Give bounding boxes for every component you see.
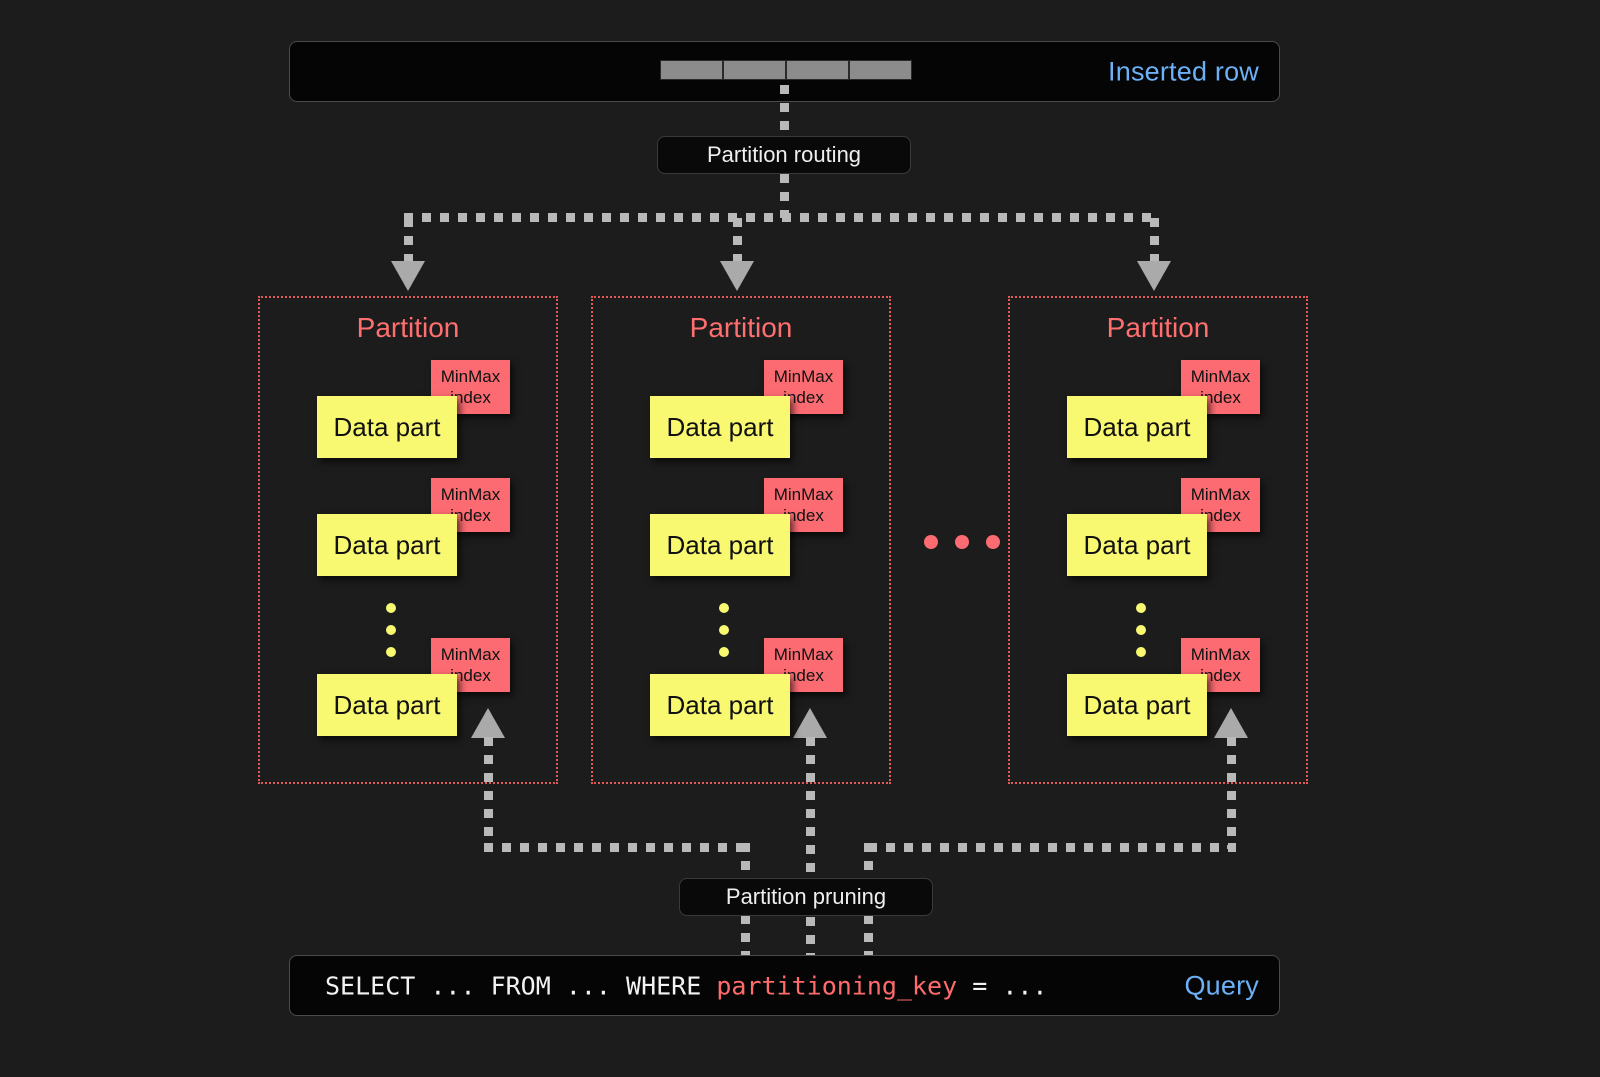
data-part-box: Data part xyxy=(650,514,790,576)
partition-title: Partition xyxy=(1106,312,1210,343)
ellipsis-dot xyxy=(386,647,396,657)
ellipsis-dot xyxy=(1136,603,1146,613)
connector-bus-to-partition-3 xyxy=(1150,218,1159,264)
ellipsis-dot xyxy=(386,625,396,635)
pruning-rail-right xyxy=(868,843,1236,852)
partitions-ellipsis-dots xyxy=(924,535,1000,549)
connector-pruning-to-partition-1 xyxy=(484,737,493,849)
row-cell xyxy=(723,60,786,80)
parts-ellipsis-dots xyxy=(1136,603,1146,657)
query-label: Query xyxy=(1184,970,1259,1000)
partition-routing-label: Partition routing xyxy=(657,136,911,174)
data-part-box: Data part xyxy=(1067,514,1207,576)
ellipsis-dot xyxy=(1136,625,1146,635)
parts-ellipsis-dots xyxy=(386,603,396,657)
ellipsis-dot xyxy=(719,625,729,635)
data-part-box: Data part xyxy=(317,396,457,458)
query-text: SELECT ... FROM ... WHERE partitioning_k… xyxy=(325,971,1047,1000)
query-prefix: SELECT ... FROM ... WHERE xyxy=(325,971,717,1000)
query-suffix: = ... xyxy=(957,971,1048,1000)
data-part-box: Data part xyxy=(1067,396,1207,458)
arrow-into-last-part-1 xyxy=(471,708,505,738)
ellipsis-dot xyxy=(719,603,729,613)
query-keyword: partitioning_key xyxy=(716,971,958,1000)
partition-title: Partition xyxy=(689,312,793,343)
partition-title: Partition xyxy=(356,312,460,343)
row-cell xyxy=(660,60,723,80)
inserted-row-cells xyxy=(660,60,912,80)
data-part-box: Data part xyxy=(650,396,790,458)
connector-routing-to-bus xyxy=(780,174,789,218)
query-bar: SELECT ... FROM ... WHERE partitioning_k… xyxy=(289,955,1280,1016)
arrow-into-last-part-2 xyxy=(793,708,827,738)
connector-bus-to-partition-1 xyxy=(404,218,413,264)
row-cell xyxy=(849,60,912,80)
routing-bus-line xyxy=(404,213,1159,222)
arrow-into-last-part-3 xyxy=(1214,708,1248,738)
ellipsis-dot xyxy=(719,647,729,657)
ellipsis-dot xyxy=(1136,647,1146,657)
ellipsis-dot xyxy=(386,603,396,613)
inserted-row-label: Inserted row xyxy=(1108,56,1259,86)
data-part-box: Data part xyxy=(1067,674,1207,736)
arrow-into-partition-2 xyxy=(720,261,754,291)
arrow-into-partition-3 xyxy=(1137,261,1171,291)
connector-bus-to-partition-2 xyxy=(733,218,742,264)
arrow-into-partition-1 xyxy=(391,261,425,291)
connector-row-to-routing xyxy=(780,85,789,137)
parts-ellipsis-dots xyxy=(719,603,729,657)
ellipsis-dot xyxy=(986,535,1000,549)
pruning-rail-left xyxy=(484,843,746,852)
data-part-box: Data part xyxy=(317,514,457,576)
ellipsis-dot xyxy=(924,535,938,549)
connector-pruning-to-partition-2 xyxy=(806,737,815,977)
row-cell xyxy=(786,60,849,80)
partition-pruning-label: Partition pruning xyxy=(679,878,933,916)
connector-pruning-to-partition-3 xyxy=(1227,737,1236,849)
ellipsis-dot xyxy=(955,535,969,549)
data-part-box: Data part xyxy=(650,674,790,736)
data-part-box: Data part xyxy=(317,674,457,736)
